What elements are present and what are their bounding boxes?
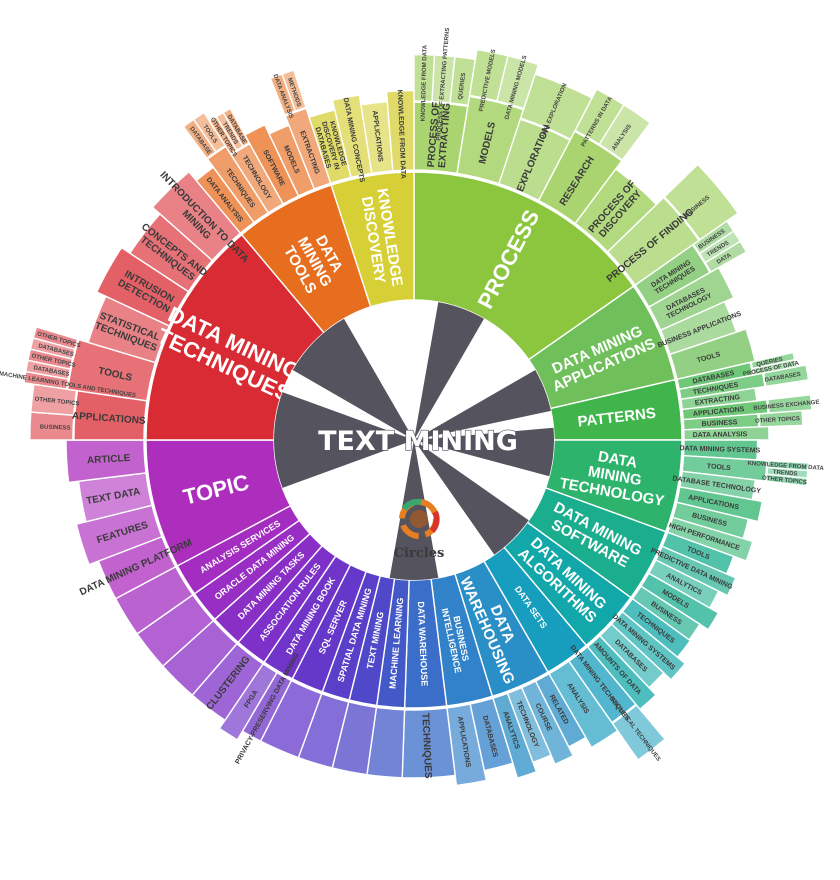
center-wedge xyxy=(414,427,554,477)
item-label: QUERIES xyxy=(458,73,468,101)
item-segment xyxy=(32,326,79,350)
item-segment xyxy=(765,473,808,487)
item-label: OTHER TOPICS xyxy=(755,416,800,425)
center-wedge xyxy=(414,370,551,440)
subcategory-label: KNOWLEDGE FROM DATA xyxy=(396,90,406,179)
subcategory-label: BUSINESS xyxy=(701,419,737,428)
item-segment xyxy=(281,69,307,112)
item-label: OTHER TOPICS xyxy=(34,397,79,408)
subcategory-label: APPLICATIONS xyxy=(72,411,147,427)
center-wedge xyxy=(414,302,484,440)
item-label: TRENDS xyxy=(773,470,798,478)
subcategory-label: DATA MINING SYSTEMS xyxy=(679,445,760,454)
center-title: TEXT MINING xyxy=(318,426,518,457)
item-label: KNOWLEDGE FROM DATA xyxy=(421,44,429,121)
subcategory-label: ARTICLE xyxy=(87,453,131,467)
center-wedge xyxy=(389,440,439,580)
logo-red-arc-icon xyxy=(429,510,440,534)
center-group: TEXT MINING xyxy=(274,300,554,580)
subcategory-label: TECHNIQUES xyxy=(419,713,433,779)
subcategory-label: APPLICATIONS xyxy=(693,406,745,418)
center-wedge xyxy=(274,392,414,488)
logo-green-arc-icon xyxy=(401,498,422,511)
category-label: DATAMININGTOOLS xyxy=(279,226,349,298)
subcategory-label: DATA ANALYSIS xyxy=(693,431,748,439)
item-segment xyxy=(598,103,652,162)
center-wedge xyxy=(292,318,414,440)
logo-core-icon xyxy=(410,510,428,528)
segment-layer xyxy=(23,48,813,787)
subcategory-label: TOOLS xyxy=(707,463,732,472)
subcategory-segment xyxy=(385,89,415,172)
item-label: BUSINESS xyxy=(40,424,71,431)
item-label: KNOWLEDGE FROM DATA xyxy=(747,461,824,472)
center-wedge xyxy=(414,440,529,555)
logo-text: Circles xyxy=(394,546,445,561)
category-label: DATA WAREHOUSE xyxy=(416,601,430,686)
wedge-layer xyxy=(274,302,554,580)
item-label: QUERIES xyxy=(756,357,784,369)
item-label: OTHER TOPICS xyxy=(762,475,807,486)
item-segment xyxy=(762,364,810,388)
circles-logo: Circles xyxy=(394,498,445,561)
subcategory-label: PROCESS OFEXTRACTING xyxy=(426,101,453,168)
